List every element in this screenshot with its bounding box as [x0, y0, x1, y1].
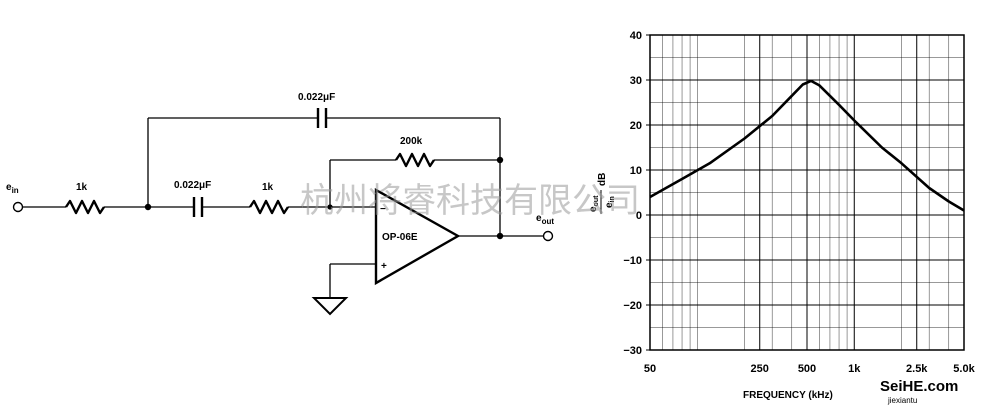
response-curve: [649, 79, 965, 212]
y-axis-ticks: 40 30 20 10 0 −10 −20 −30: [623, 30, 650, 357]
y-tick-label: −10: [623, 255, 642, 267]
feedback-resistor-label: 200k: [400, 136, 423, 147]
x-tick-label: 2.5k: [906, 363, 928, 375]
op-amp-label: OP-06E: [382, 232, 418, 243]
output-terminal: [542, 230, 554, 242]
feedback-resistor: [395, 152, 435, 168]
x-axis-label: FREQUENCY (kHz): [743, 390, 833, 401]
x-tick-label: 5.0k: [953, 363, 975, 375]
y-tick-label: 0: [636, 210, 642, 222]
site-logo-subtext: jiexiantu: [887, 396, 917, 405]
input-terminal: [12, 201, 24, 213]
watermark-text: 杭州将睿科技有限公司: [300, 181, 640, 221]
y-tick-label: 10: [630, 165, 642, 177]
input-resistor: [65, 199, 105, 215]
input-resistor-label: 1k: [76, 182, 88, 193]
series-capacitor-label: 0.022μF: [174, 180, 211, 191]
site-logo: SeiHE.com jiexiantu: [880, 378, 958, 405]
noninverting-input-sign: +: [381, 261, 387, 272]
ground-symbol: [311, 297, 349, 316]
x-tick-label: 1k: [848, 363, 861, 375]
svg-text:dB: dB: [597, 173, 608, 186]
y-tick-label: 20: [630, 120, 642, 132]
site-logo-text: SeiHE.com: [880, 378, 958, 395]
series-resistor-label: 1k: [262, 182, 274, 193]
y-tick-label: 40: [630, 30, 642, 42]
y-tick-label: 30: [630, 75, 642, 87]
op-amp: [374, 187, 461, 286]
x-axis-ticks: 50 250 500 1k 2.5k 5.0k: [644, 363, 976, 375]
series-resistor: [249, 199, 289, 215]
svg-text:ein: ein: [604, 196, 616, 208]
x-tick-label: 50: [644, 363, 656, 375]
inverting-input-sign: −: [380, 204, 386, 215]
x-tick-label: 500: [798, 363, 816, 375]
y-tick-label: −30: [623, 345, 642, 357]
x-tick-label: 250: [751, 363, 769, 375]
input-label: ein: [6, 182, 19, 195]
plot-grid: [650, 34, 964, 351]
feedback-capacitor-label: 0.022μF: [298, 92, 335, 103]
y-tick-label: −20: [623, 300, 642, 312]
circuit-diagram: ein 1k 0.022μF 0.022μF 1k 200k: [6, 92, 554, 316]
output-label: eout: [536, 213, 554, 226]
